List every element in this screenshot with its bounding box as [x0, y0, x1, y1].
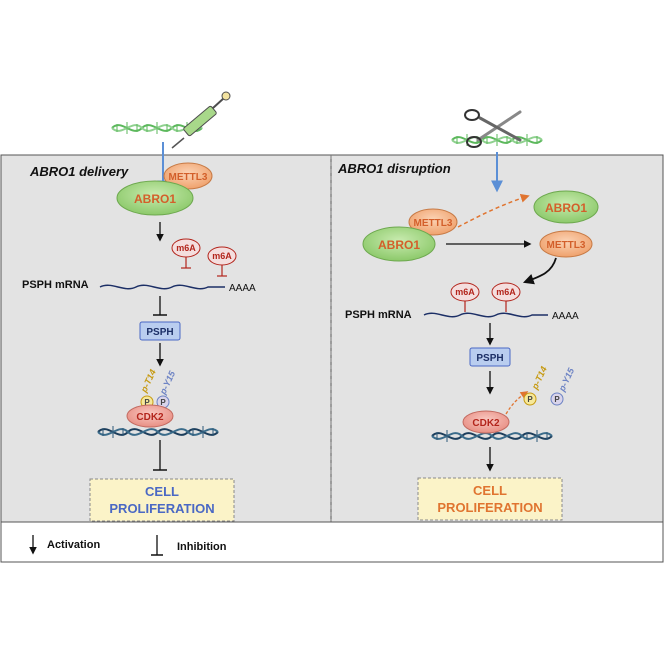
svg-text:m6A: m6A — [212, 251, 232, 261]
m6a-mark: m6A — [207, 246, 237, 277]
dna-helix-icon — [451, 134, 543, 146]
panel-right — [330, 154, 664, 523]
inhibition-bar — [153, 440, 167, 471]
mettl3-label: METTL3 — [169, 172, 208, 183]
methylation-arrow — [522, 257, 557, 285]
svg-text:m6A: m6A — [496, 287, 516, 297]
dna-helix-icon — [97, 426, 219, 438]
outcome-box — [89, 478, 235, 522]
abro1-node — [116, 180, 194, 216]
psph-label: PSPH — [146, 327, 173, 338]
inhibition-bar — [153, 296, 167, 316]
free-mettl3-label: METTL3 — [547, 240, 586, 251]
left-panel-title: ABRO1 delivery — [29, 164, 129, 179]
cdk2-node — [462, 410, 510, 434]
legend-inhibition-label: Inhibition — [177, 541, 227, 553]
mettl3-node — [408, 208, 458, 236]
syringe-icon — [171, 91, 231, 149]
psph-node — [139, 321, 181, 341]
svg-text:m6A: m6A — [455, 287, 475, 297]
svg-text:P: P — [554, 395, 560, 404]
legend-inhibition-bar — [151, 535, 163, 556]
m6a-mark: m6A — [450, 282, 480, 312]
cdk2-label: CDK2 — [136, 412, 164, 423]
abro1-label: ABRO1 — [134, 192, 176, 206]
mettl3-label: METTL3 — [414, 218, 453, 229]
cdk2-label: CDK2 — [472, 418, 500, 429]
mrna-label: PSPH mRNA — [22, 279, 89, 291]
abro1-node — [362, 226, 436, 262]
mrna-strand — [423, 312, 548, 318]
svg-text:P: P — [160, 398, 166, 407]
dephosphorylation-arrow — [505, 391, 529, 415]
cdk2-node — [126, 404, 174, 428]
m6a-mark: m6A — [171, 238, 201, 269]
phosphate-t14 — [523, 392, 537, 406]
psph-label: PSPH — [476, 353, 503, 364]
free-abro1-label: ABRO1 — [545, 201, 587, 215]
outcome-box — [417, 477, 563, 521]
outcome-line2: PROLIFERATION — [437, 500, 542, 515]
m6a-mark: m6A — [491, 282, 521, 312]
svg-text:P: P — [527, 395, 533, 404]
svg-text:P: P — [144, 398, 150, 407]
poly-a-tail: AAAA — [552, 311, 579, 322]
outcome-line1: CELL — [473, 483, 507, 498]
mrna-label: PSPH mRNA — [345, 309, 412, 321]
scissors-icon — [464, 109, 522, 148]
poly-a-tail: AAAA — [229, 283, 256, 294]
outcome-line2: PROLIFERATION — [109, 501, 214, 516]
legend-activation-label: Activation — [47, 539, 100, 551]
free-mettl3-node — [539, 230, 593, 258]
mrna-strand — [99, 284, 225, 290]
right-panel-title: ABRO1 disruption — [337, 161, 451, 176]
legend-box — [0, 521, 664, 563]
abro1-label: ABRO1 — [378, 238, 420, 252]
outcome-line1: CELL — [145, 484, 179, 499]
psph-node — [469, 347, 511, 367]
free-abro1-node — [533, 190, 599, 224]
phosphate-y15 — [550, 392, 564, 406]
svg-text:m6A: m6A — [176, 243, 196, 253]
dna-helix-icon — [431, 430, 553, 442]
